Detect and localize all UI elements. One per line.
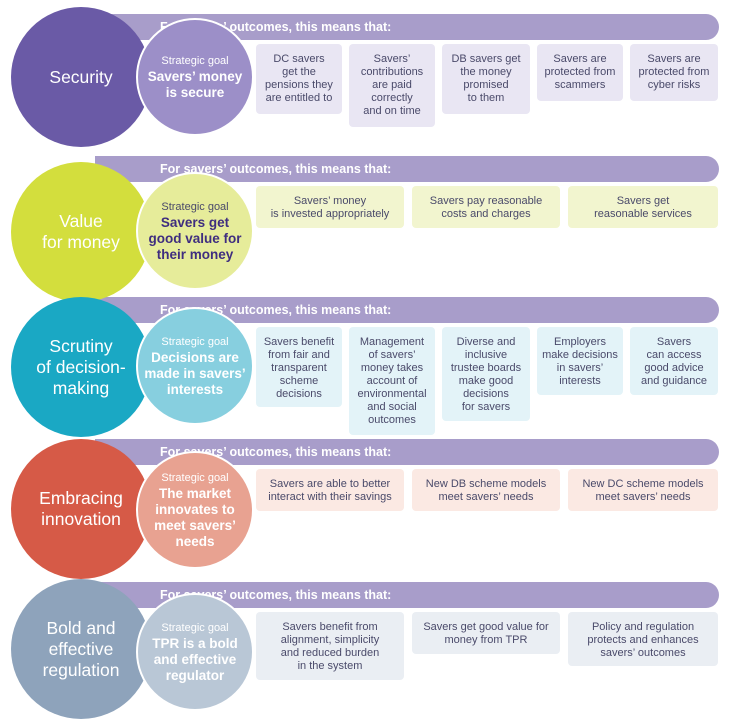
pillar-circle: Bold and effective regulation	[11, 579, 151, 719]
strategic-goal-circle: Strategic goal Decisions are made in sav…	[136, 307, 254, 425]
strategic-goal-label: Strategic goal	[161, 621, 229, 634]
pillar-circle: Value for money	[11, 162, 151, 302]
pillar-circle: Security	[11, 7, 151, 147]
strategic-goal-text: Savers’ money is secure	[147, 68, 243, 100]
pillar-title-line: making	[52, 377, 110, 398]
section-scrutiny: For savers’ outcomes, this means that: S…	[0, 297, 730, 437]
pillar-title-line: Scrutiny	[49, 335, 113, 356]
pillar-title-line: effective	[48, 638, 114, 659]
strategic-goal-text: TPR is a bold and effective regulator	[152, 635, 238, 683]
outcomes-banner-text: For savers’ outcomes, this means that:	[160, 162, 392, 176]
pillar-title-line: regulation	[42, 659, 120, 680]
strategic-goal-label: Strategic goal	[161, 471, 229, 484]
section-innovation: For savers’ outcomes, this means that: E…	[0, 439, 730, 579]
pillar-title-line: Security	[49, 66, 113, 87]
strategic-goal-circle: Strategic goal Savers get good value for…	[136, 172, 254, 290]
strategic-goal-text: The market innovates to meet savers’ nee…	[154, 485, 236, 549]
pillar-title-line: for money	[42, 232, 120, 252]
strategic-goal-text: Savers get good value for their money	[148, 214, 242, 262]
strategic-goal-label: Strategic goal	[161, 335, 229, 348]
strategic-goal-label: Strategic goal	[161, 200, 229, 213]
pillar-circle: Embracing innovation	[11, 439, 151, 579]
section-value-for-money: For savers’ outcomes, this means that: V…	[0, 156, 730, 302]
strategic-goal-circle: Strategic goal TPR is a bold and effecti…	[136, 593, 254, 711]
pillar-circle: Scrutiny of decision- making	[11, 297, 151, 437]
strategic-goal-circle: Strategic goal The market innovates to m…	[136, 451, 254, 569]
strategic-goal-text: Decisions are made in savers’ interests	[144, 349, 246, 397]
pillar-title-line: innovation	[41, 509, 121, 529]
pillar-title-line: of decision-	[36, 356, 126, 377]
strategic-goal-label: Strategic goal	[161, 54, 229, 67]
pillar-title-line: Bold and	[46, 617, 116, 638]
section-security: For savers’ outcomes, this means that: S…	[0, 7, 730, 147]
strategic-goal-circle: Strategic goal Savers’ money is secure	[136, 18, 254, 136]
pillar-title-line: Embracing	[39, 488, 123, 508]
pillar-title-line: Value	[59, 211, 103, 231]
section-regulation: For savers’ outcomes, this means that: B…	[0, 579, 730, 722]
